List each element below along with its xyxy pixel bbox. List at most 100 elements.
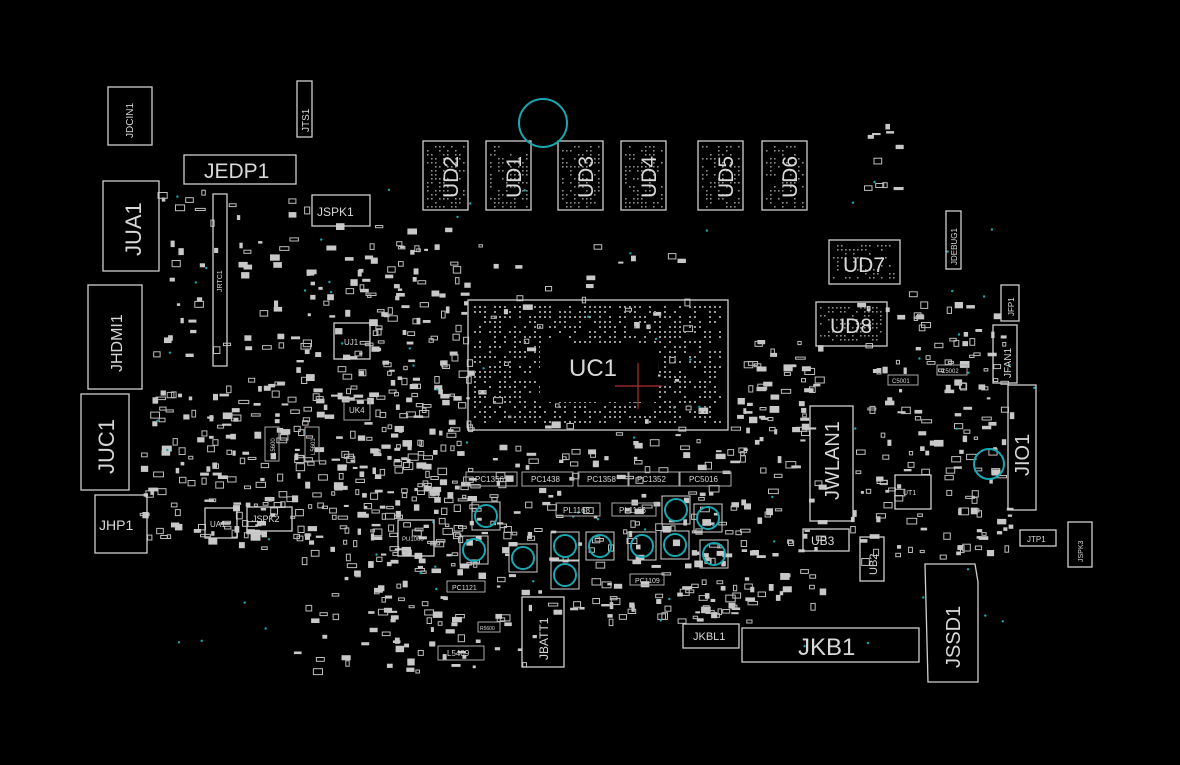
- smd-component: [406, 341, 414, 345]
- via: [267, 538, 271, 541]
- smd-component: [740, 451, 745, 457]
- smd-component: [333, 482, 344, 489]
- smd-component: [302, 420, 309, 426]
- chip-pad: [629, 166, 631, 168]
- chip-pad: [881, 265, 883, 267]
- cpu-ball: [714, 391, 716, 393]
- chip-pad: [494, 154, 496, 156]
- via: [955, 427, 958, 430]
- cpu-ball: [574, 331, 576, 333]
- chip-pad: [877, 273, 879, 275]
- cpu-ball: [479, 361, 481, 363]
- chip-pad: [856, 311, 858, 313]
- smd-component: [938, 368, 944, 373]
- cpu-ball: [689, 411, 691, 413]
- chip-pad: [710, 186, 712, 188]
- cpu-ball: [529, 411, 531, 413]
- cpu-ball: [544, 306, 546, 308]
- cpu-ball: [694, 386, 696, 388]
- cpu-ball: [519, 366, 521, 368]
- cpu-ball: [514, 356, 516, 358]
- smd-component: [875, 513, 887, 519]
- chip-pad: [427, 162, 429, 164]
- cpu-ball: [719, 356, 721, 358]
- cpu-ball: [634, 306, 636, 308]
- smd-component: [475, 535, 482, 541]
- chip-pad: [570, 174, 572, 176]
- chip-pad: [506, 186, 508, 188]
- smd-component: [975, 329, 983, 332]
- l5600-label: L5600: [271, 438, 277, 455]
- smd-component: [431, 493, 436, 497]
- chip-pad: [510, 174, 512, 176]
- smd-component: [813, 383, 821, 387]
- chip-pad: [578, 186, 580, 188]
- smd-component: [608, 618, 614, 627]
- inductor-outline: [550, 560, 580, 590]
- chip-pad: [798, 170, 800, 172]
- smd-component: [759, 415, 766, 419]
- chip-pad: [451, 166, 453, 168]
- smd-component: [438, 389, 443, 395]
- smd-component: [431, 290, 440, 297]
- cpu-ball: [624, 311, 626, 313]
- smd-component: [853, 510, 857, 517]
- smd-component: [405, 411, 416, 418]
- chip-pad: [786, 202, 788, 204]
- smd-component: [769, 406, 780, 413]
- smd-component: [295, 463, 306, 472]
- cpu-ball: [674, 421, 676, 423]
- smd-component: [610, 597, 621, 606]
- chip-pad: [881, 257, 883, 259]
- cpu-ball: [679, 331, 681, 333]
- chip-pad: [649, 146, 651, 148]
- smd-component: [969, 338, 976, 346]
- smd-component: [791, 465, 801, 469]
- cpu-ball: [679, 416, 681, 418]
- cpu-ball: [599, 341, 601, 343]
- chip-pad: [590, 198, 592, 200]
- cpu-ball: [529, 391, 531, 393]
- smd-component: [594, 538, 604, 542]
- smd-component: [492, 458, 498, 461]
- chip-pad: [490, 154, 492, 156]
- cpu-ball: [599, 316, 601, 318]
- inductor-outline: [471, 501, 501, 531]
- smd-component: [238, 542, 245, 549]
- cpu-ball: [609, 411, 611, 413]
- smd-component: [424, 609, 435, 616]
- chip-pad: [718, 178, 720, 180]
- smd-component: [390, 559, 399, 564]
- smd-component: [503, 309, 508, 315]
- cpu-ball: [674, 361, 676, 363]
- pu1000-chip: PU1000: [397, 519, 435, 557]
- cpu-ball: [569, 316, 571, 318]
- chip-pad: [625, 166, 627, 168]
- cpu-ball: [489, 416, 491, 418]
- smd-component: [310, 281, 315, 286]
- smd-component: [715, 453, 726, 460]
- chip-pad: [518, 166, 520, 168]
- smd-component: [217, 475, 228, 479]
- smd-component: [557, 490, 562, 496]
- smd-component: [850, 526, 856, 534]
- smd-component: [366, 436, 373, 441]
- cpu-ball: [604, 321, 606, 323]
- chip-pad: [872, 327, 874, 329]
- cpu-ball: [484, 376, 486, 378]
- cpu-ball: [564, 321, 566, 323]
- cpu-ball: [484, 396, 486, 398]
- smd-component: [694, 560, 703, 568]
- r5600-res: R5600: [477, 621, 501, 633]
- smd-component: [277, 333, 285, 340]
- cpu-ball: [689, 381, 691, 383]
- chip-pad: [653, 186, 655, 188]
- smd-component: [494, 647, 501, 651]
- jts1-connector: JTS1: [296, 80, 313, 138]
- via: [329, 290, 333, 294]
- cpu-ball: [474, 391, 476, 393]
- cpu-ball: [619, 306, 621, 308]
- smd-component: [188, 455, 194, 460]
- smd-component: [350, 385, 358, 390]
- chip-pad: [653, 166, 655, 168]
